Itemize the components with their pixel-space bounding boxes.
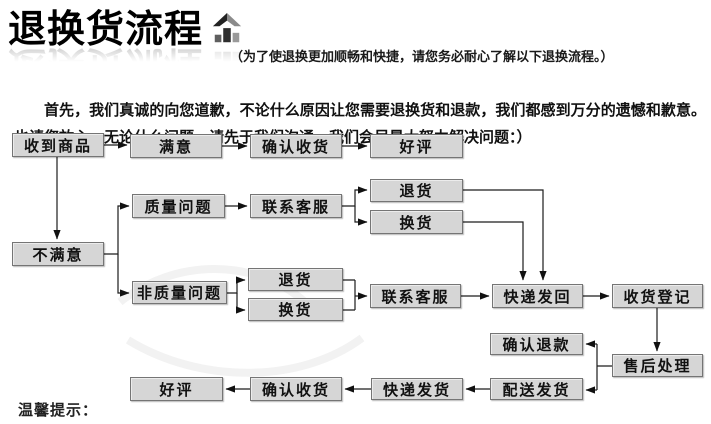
edge-aftersales-branch: [596, 344, 612, 390]
flow-node-after-sales-processing: 售后处理: [612, 354, 703, 377]
flow-node-receive-goods: 收到商品: [12, 133, 104, 157]
flow-node-confirm-refund: 确认退款: [490, 333, 583, 355]
flow-node-contact-service-nonquality: 联系客服: [370, 284, 461, 308]
edge-contact-return-q: [342, 186, 368, 207]
edge-exchange-q-sendback: [463, 221, 527, 281]
flow-node-return-quality: 退货: [370, 179, 463, 202]
flow-node-good-review-top: 好评: [370, 134, 463, 158]
footer-tip-label: 温馨提示：: [18, 402, 99, 419]
page-title: 退换货流程: [8, 9, 204, 51]
edge-merge-nonquality: [343, 279, 356, 311]
flow-node-express-send-back: 快递发回: [492, 284, 583, 308]
flow-node-quality-issue: 质量问题: [132, 194, 225, 218]
edge-contact-exchange-q: [354, 206, 368, 226]
edge-return-q-sendback: [463, 189, 547, 281]
intro-paragraph: 首先，我们真诚的向您道歉，不论什么原因让您需要退换货和退款，我们都感到万分的遗憾…: [14, 102, 706, 146]
flow-node-confirm-receipt-bottom: 确认收货: [250, 377, 342, 401]
flow-node-unsatisfied: 不满意: [12, 242, 104, 266]
edge-unsatisfied-nonquality: [117, 254, 130, 297]
flow-node-return-nonquality: 退货: [248, 268, 343, 291]
flow-node-non-quality-issue: 非质量问题: [132, 281, 227, 304]
edge-unsatisfied-quality: [104, 202, 130, 255]
flow-node-contact-service-quality: 联系客服: [250, 194, 342, 218]
flow-node-satisfied: 满意: [130, 134, 222, 158]
flow-node-exchange-quality: 换货: [370, 210, 463, 234]
flow-node-confirm-receipt-top: 确认收货: [250, 134, 342, 158]
flow-node-express-shipment: 快递发货: [371, 378, 463, 400]
logo: 退换货流程 退换货流程: [8, 8, 243, 86]
flow-node-dispatch-shipment: 配送发货: [490, 378, 583, 400]
edge-nonquality-exchange: [236, 293, 246, 314]
flow-node-receipt-registration: 收货登记: [612, 284, 703, 308]
edge-nonquality-return: [227, 276, 246, 294]
header-note: （为了使退换更加顺畅和快捷，请您务必耐心了解以下退换流程。）: [230, 49, 614, 64]
flow-node-exchange-nonquality: 换货: [248, 298, 343, 321]
home-arrow-icon: [212, 13, 242, 43]
flow-node-good-review-bottom: 好评: [130, 377, 223, 401]
